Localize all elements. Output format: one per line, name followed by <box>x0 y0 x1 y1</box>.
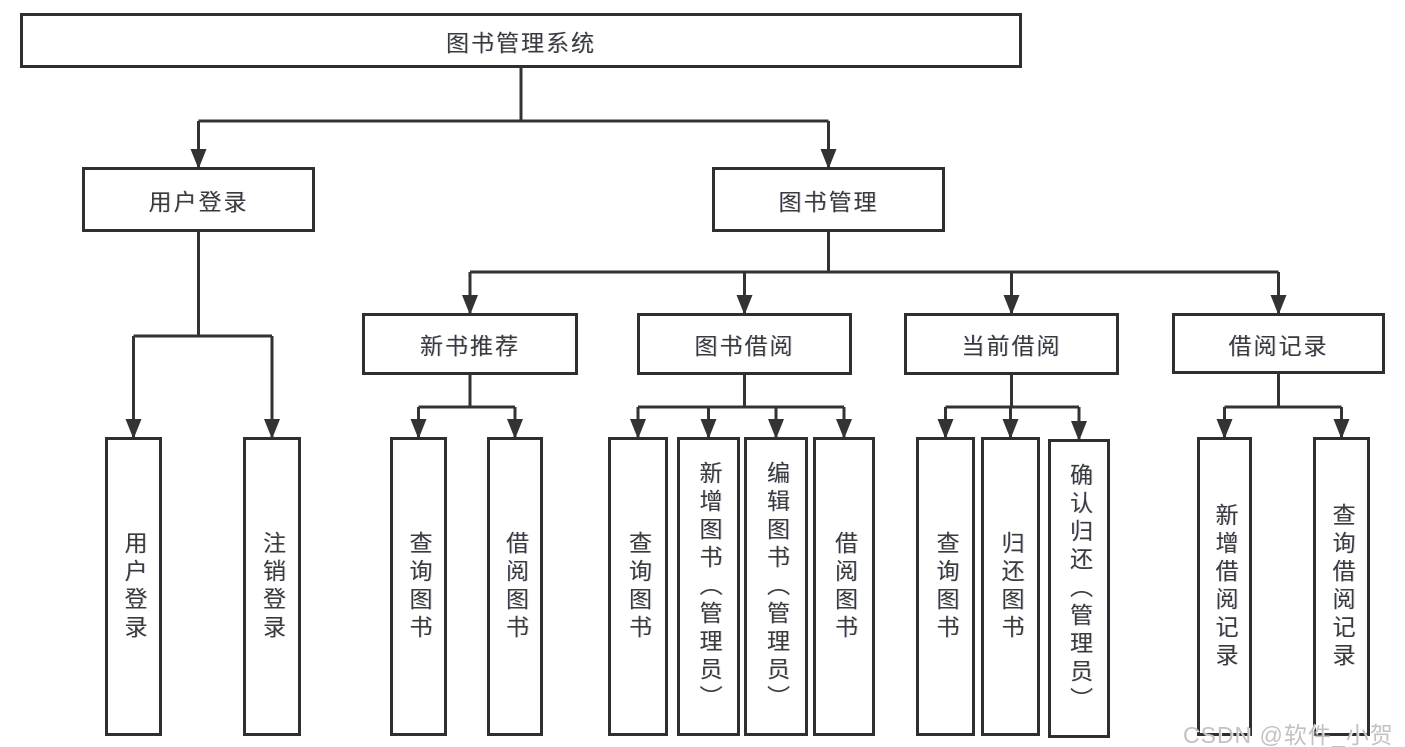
node-nb-query: 查询图书 <box>390 437 447 736</box>
arrowhead-icon <box>190 149 207 169</box>
node-records: 借阅记录 <box>1172 313 1385 374</box>
arrowhead-icon <box>507 419 523 439</box>
node-bw-query: 查询图书 <box>608 437 668 736</box>
arrowhead-icon <box>937 419 954 439</box>
node-current: 当前借阅 <box>904 313 1119 375</box>
arrowhead-icon <box>462 295 478 315</box>
node-logout: 注销登录 <box>243 437 301 736</box>
node-mgmt: 图书管理 <box>712 167 945 232</box>
arrowhead-icon <box>125 419 142 439</box>
arrowhead-icon <box>1071 421 1087 441</box>
node-rec-query: 查询借阅记录 <box>1313 437 1370 736</box>
arrowhead-icon <box>820 149 837 169</box>
arrowhead-icon <box>1333 419 1350 439</box>
node-bw-borrow: 借阅图书 <box>813 437 875 736</box>
node-bw-edit: 编辑图书（管理员） <box>744 437 808 736</box>
node-cur-confirm: 确认归还（管理员） <box>1048 439 1110 738</box>
node-newbook: 新书推荐 <box>362 313 578 375</box>
node-bw-add: 新增图书（管理员） <box>677 437 740 736</box>
node-root: 图书管理系统 <box>20 13 1022 68</box>
node-cur-query: 查询图书 <box>916 437 975 736</box>
arrowhead-icon <box>736 295 753 315</box>
arrowhead-icon <box>1216 419 1233 439</box>
arrowhead-icon <box>768 419 784 439</box>
arrowhead-icon <box>630 419 646 439</box>
arrowhead-icon <box>410 419 427 439</box>
node-user-login: 用户登录 <box>105 437 162 736</box>
node-login: 用户登录 <box>82 167 315 232</box>
node-rec-add: 新增借阅记录 <box>1197 437 1252 736</box>
node-nb-borrow: 借阅图书 <box>487 437 543 736</box>
node-borrow: 图书借阅 <box>637 313 852 375</box>
arrowhead-icon <box>264 419 280 439</box>
arrowhead-icon <box>700 419 717 439</box>
node-cur-return: 归还图书 <box>981 437 1040 736</box>
arrowhead-icon <box>1003 295 1020 315</box>
arrowhead-icon <box>1270 295 1287 315</box>
arrowhead-icon <box>836 419 852 439</box>
connector-path <box>132 68 1343 441</box>
arrowhead-icon <box>1002 419 1019 439</box>
